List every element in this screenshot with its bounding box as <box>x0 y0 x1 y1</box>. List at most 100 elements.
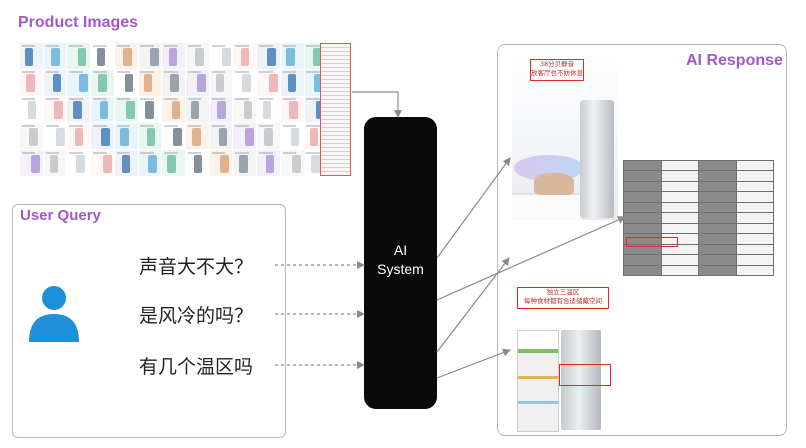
thumbnail-graphic <box>220 154 229 173</box>
spec-table-cell <box>624 255 661 265</box>
thumbnail-text-strip <box>45 124 60 127</box>
spec-table-cell <box>661 161 698 171</box>
question-temperature-zones: 有几个温区吗 <box>139 356 254 378</box>
thumbnail-graphic <box>143 74 153 93</box>
product-image-thumbnail <box>162 96 185 123</box>
thumbnail-text-strip <box>235 71 249 74</box>
ai-response-title: AI Response <box>686 52 783 69</box>
thumbnail-graphic <box>77 47 87 66</box>
thumbnail-text-strip <box>306 71 320 74</box>
thumbnail-graphic <box>79 74 89 93</box>
product-image-thumbnail <box>257 96 280 123</box>
image2-caption-line2: 每种食材都有合适储藏空间 <box>524 297 602 305</box>
spec-table-cell <box>661 192 698 202</box>
thumbnail-text-strip <box>92 124 107 127</box>
thumbnail-graphic <box>27 101 37 120</box>
spec-table-cell <box>624 234 661 244</box>
thumbnail-graphic <box>286 47 295 66</box>
product-image-thumbnail <box>138 43 162 69</box>
thumbnail-text-strip <box>116 124 131 127</box>
product-image-thumbnail <box>280 96 304 123</box>
arrow-ai-to-image2-top <box>436 257 510 353</box>
thumbnail-text-strip <box>306 124 320 127</box>
arrow-ai-to-table <box>436 216 626 301</box>
thumbnail-graphic <box>287 74 297 93</box>
product-image-thumbnail <box>67 123 91 150</box>
thumbnail-text-strip <box>69 71 83 74</box>
image1-caption: 38分贝静音 放客厅也不妨休息 <box>530 59 584 81</box>
thumbnail-text-strip <box>69 98 83 101</box>
thumbnail-graphic <box>49 154 59 173</box>
product-image-thumbnail <box>257 123 280 150</box>
thumbnail-graphic <box>120 128 129 147</box>
spec-table-cell <box>661 255 698 265</box>
thumbnail-graphic <box>126 101 136 120</box>
thumbnail-graphic <box>289 101 298 120</box>
product-image-thumbnail <box>20 69 43 96</box>
user-query-title: User Query <box>20 207 101 224</box>
product-image-thumbnail <box>43 43 67 69</box>
product-image-thumbnail <box>138 69 162 96</box>
product-image-thumbnail <box>114 150 138 176</box>
thumbnail-text-strip <box>282 44 297 47</box>
spec-table-cell <box>736 213 773 223</box>
thumbnail-graphic <box>242 74 251 93</box>
question-noise: 声音大不大？ <box>139 256 254 278</box>
product-image-thumbnail <box>114 43 138 69</box>
spec-table-cell <box>624 202 661 213</box>
thumbnail-graphic <box>264 128 273 147</box>
thumbnail-text-strip <box>45 98 60 101</box>
arrow-images-to-ai <box>352 91 402 118</box>
thumbnail-graphic <box>171 101 181 120</box>
thumbnail-graphic <box>193 154 203 173</box>
thumbnail-text-strip <box>258 71 273 74</box>
thumbnail-text-strip <box>187 98 202 101</box>
spec-table-cell <box>661 223 698 234</box>
product-image-thumbnail <box>138 123 162 150</box>
spec-table-cell <box>699 265 736 275</box>
thumbnail-graphic <box>262 101 272 120</box>
thumbnail-text-strip <box>235 151 249 154</box>
thumbnail-text-strip <box>92 44 107 47</box>
product-image-thumbnail <box>67 43 91 69</box>
spec-table-cell <box>699 181 736 192</box>
product-image-thumbnail <box>20 43 43 69</box>
fridge-interior-graphic <box>517 330 559 432</box>
spec-table-cell <box>624 244 661 255</box>
user-icon <box>29 286 79 342</box>
thumbnail-text-strip <box>164 124 178 127</box>
product-image-thumbnail <box>233 96 257 123</box>
thumbnail-graphic <box>312 47 322 66</box>
spec-table-cell <box>661 265 698 275</box>
thumbnail-graphic <box>145 101 154 120</box>
spec-table-cell <box>699 213 736 223</box>
product-image-thumbnail <box>257 150 280 176</box>
product-image-thumbnail <box>20 123 43 150</box>
product-image-thumbnail <box>233 43 257 69</box>
product-image-thumbnail <box>43 96 67 123</box>
product-image-mosaic <box>20 43 351 176</box>
thumbnail-text-strip <box>187 124 202 127</box>
product-image-thumbnail <box>43 69 67 96</box>
spec-table-cell <box>661 171 698 181</box>
product-image-thumbnail <box>67 96 91 123</box>
product-image-thumbnail <box>43 123 67 150</box>
thumbnail-text-strip <box>164 44 178 47</box>
thumbnail-text-strip <box>69 44 83 47</box>
arrow-ai-to-image2 <box>436 348 511 379</box>
thumbnail-text-strip <box>45 44 60 47</box>
ai-system-label: AI System <box>364 241 437 279</box>
product-image-thumbnail <box>233 69 257 96</box>
spec-table-cell <box>736 223 773 234</box>
spec-table-cell <box>624 161 661 171</box>
thumbnail-text-strip <box>116 151 131 154</box>
spec-table-cell <box>699 234 736 244</box>
spec-table-cell <box>661 244 698 255</box>
spec-table-cell <box>624 171 661 181</box>
thumbnail-text-strip <box>92 71 107 74</box>
thumbnail-text-strip <box>116 98 131 101</box>
fridge-graphic <box>580 100 614 218</box>
thumbnail-graphic <box>30 154 40 173</box>
product-image-thumbnail <box>138 96 162 123</box>
